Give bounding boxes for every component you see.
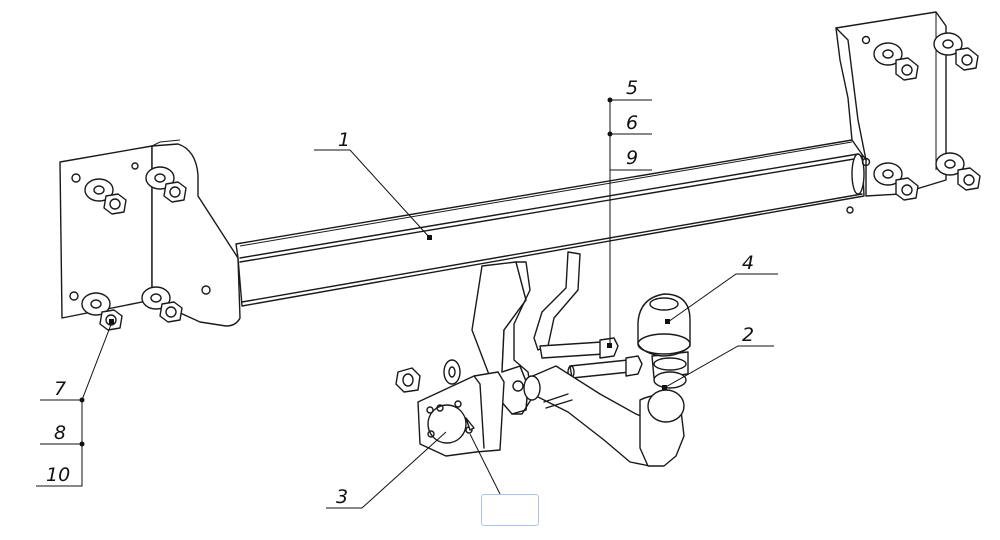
bolt-5: [539, 337, 619, 359]
callout-label-8: 8: [54, 422, 66, 444]
hover-tooltip: [481, 494, 539, 526]
ball-arm: [523, 351, 689, 467]
callout-leaders: [36, 97, 778, 509]
loose-washer: [443, 359, 461, 385]
callout-label-4: 4: [742, 252, 754, 274]
callout-label-7: 7: [54, 378, 66, 400]
callout-label-6: 6: [626, 112, 638, 134]
bolt-washer-nut: [145, 166, 187, 203]
bolt-washer-nut: [935, 152, 981, 191]
callout-label-5: 5: [626, 77, 638, 99]
callout-label-1: 1: [338, 129, 350, 151]
left-bolts: [81, 166, 187, 331]
callout-label-2: 2: [742, 324, 754, 346]
callout-label-9: 9: [626, 147, 638, 169]
cross-beam: [235, 139, 865, 307]
callout-label-10: 10: [46, 464, 70, 486]
right-bolts: [873, 32, 981, 201]
right-mounting-plate: [835, 11, 947, 214]
callout-label-3: 3: [336, 486, 348, 508]
bolt-washer-nut: [933, 32, 979, 71]
loose-nut: [395, 367, 421, 393]
bolt-6: [567, 355, 643, 379]
socket-plate: [417, 371, 505, 457]
ball-cap: [637, 293, 691, 357]
bolt-washer-nut: [84, 178, 127, 215]
bolt-washer-nut: [873, 162, 919, 201]
bolt-washer-nut: [873, 42, 919, 81]
bolt-washer-nut: [141, 286, 183, 323]
